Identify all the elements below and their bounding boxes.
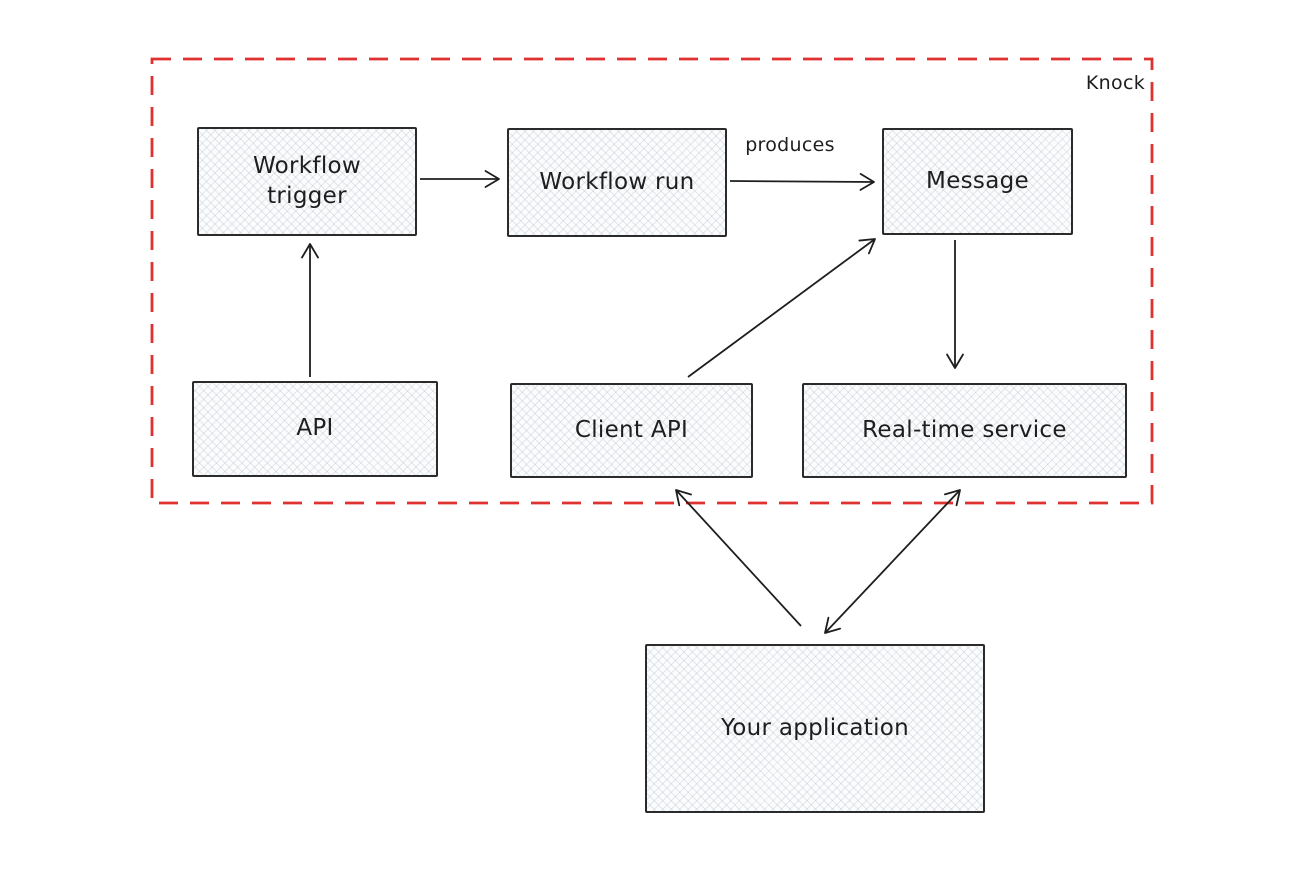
node-workflow-trigger: Workflow trigger [197, 127, 417, 236]
node-api-label: API [296, 415, 334, 442]
node-message: Message [882, 128, 1073, 235]
node-client-api-label: Client API [574, 416, 689, 443]
node-workflow-run: Workflow run [507, 128, 727, 237]
node-workflow-run-label: Workflow run [539, 168, 695, 195]
node-your-application-label: Your application [720, 714, 910, 741]
edge-client-api-to-message [687, 238, 876, 378]
node-realtime-service-label: Real-time service [862, 416, 1067, 443]
edge-label-produces: produces [745, 134, 835, 156]
node-your-application: Your application [645, 644, 985, 813]
node-client-api: Client API [510, 383, 753, 478]
node-workflow-trigger-label: Workflow trigger [252, 152, 361, 209]
node-message-label: Message [926, 167, 1029, 194]
container-label-knock: Knock [1085, 72, 1145, 94]
edge-your-application-realtime-service-bidirectional [824, 489, 961, 634]
node-realtime-service: Real-time service [802, 383, 1127, 478]
edge-your-application-to-client-api [675, 489, 802, 627]
node-api: API [192, 381, 438, 477]
edge-workflow-run-to-message [729, 173, 875, 191]
